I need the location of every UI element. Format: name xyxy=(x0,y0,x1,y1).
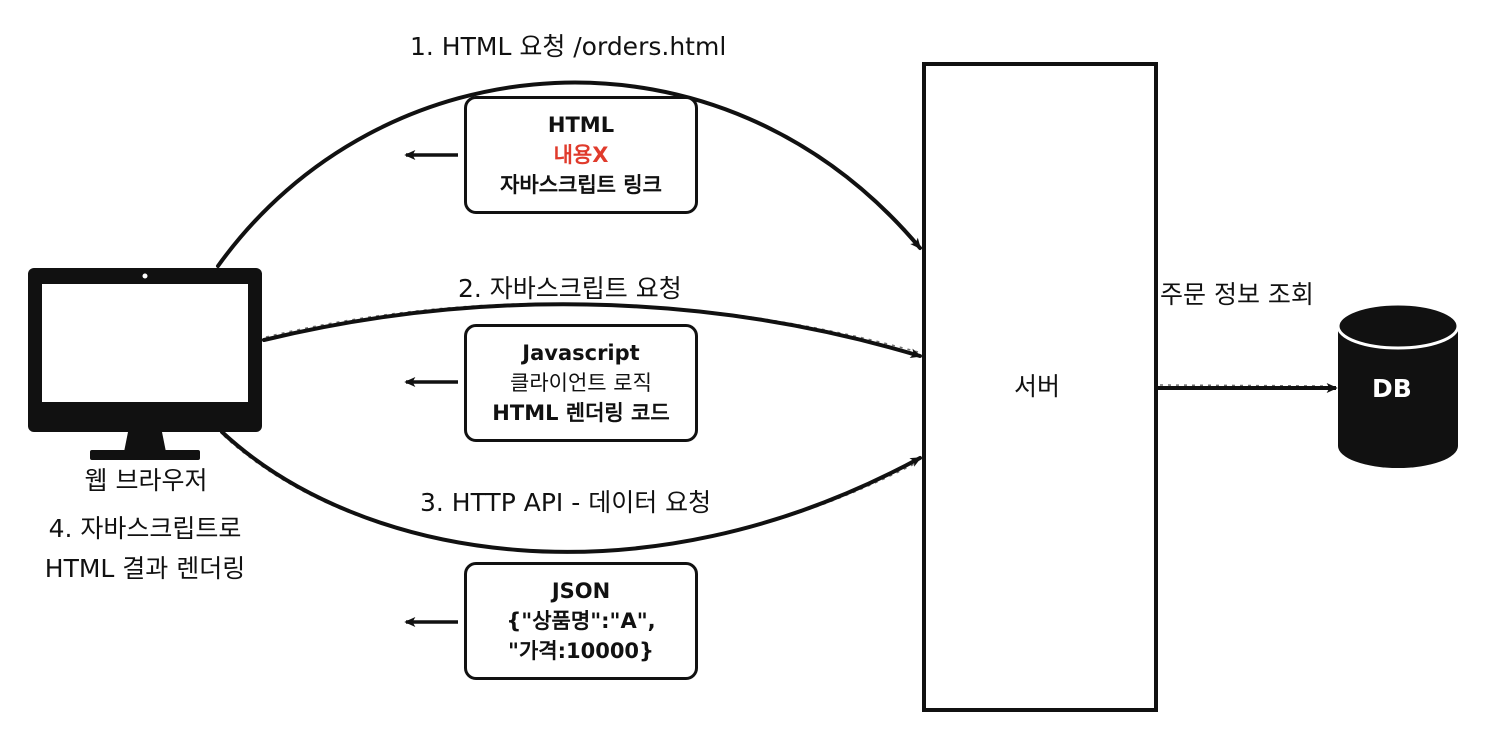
database-icon xyxy=(1336,302,1460,468)
html-response-empty-content: 내용X xyxy=(553,143,609,167)
html-response-title: HTML xyxy=(547,113,615,137)
javascript-response-render-code: HTML 렌더링 코드 xyxy=(492,401,670,425)
client-step4-line1: 4. 자바스크립트로 xyxy=(48,514,242,543)
javascript-response-client-logic: 클라이언트 로직 xyxy=(510,371,652,395)
html-response-box: HTML 내용X 자바스크립트 링크 xyxy=(464,96,698,214)
request2-arrow xyxy=(262,302,922,359)
javascript-response-title: Javascript xyxy=(522,341,640,365)
json-response-title: JSON xyxy=(551,579,611,603)
request1-label: 1. HTML 요청 /orders.html xyxy=(410,32,727,61)
json-response-box: JSON {"상품명":"A", "가격:10000} xyxy=(464,562,698,680)
json-response-line3: "가격:10000} xyxy=(508,639,654,663)
db-query-label: 주문 정보 조회 xyxy=(1160,280,1314,309)
request3-label: 3. HTTP API - 데이터 요청 xyxy=(420,488,712,517)
client-step4-line2: HTML 결과 렌더링 xyxy=(44,554,246,583)
db-label: DB xyxy=(1372,374,1412,403)
javascript-response-box: Javascript 클라이언트 로직 HTML 렌더링 코드 xyxy=(464,324,698,442)
monitor-icon xyxy=(28,268,262,460)
client-label: 웹 브라우저 xyxy=(84,466,208,495)
server-label: 서버 xyxy=(1014,372,1061,401)
request2-label: 2. 자바스크립트 요청 xyxy=(458,274,682,303)
json-response-line2: {"상품명":"A", xyxy=(506,609,656,633)
html-response-js-link: 자바스크립트 링크 xyxy=(500,173,662,197)
server-box xyxy=(922,62,1158,712)
